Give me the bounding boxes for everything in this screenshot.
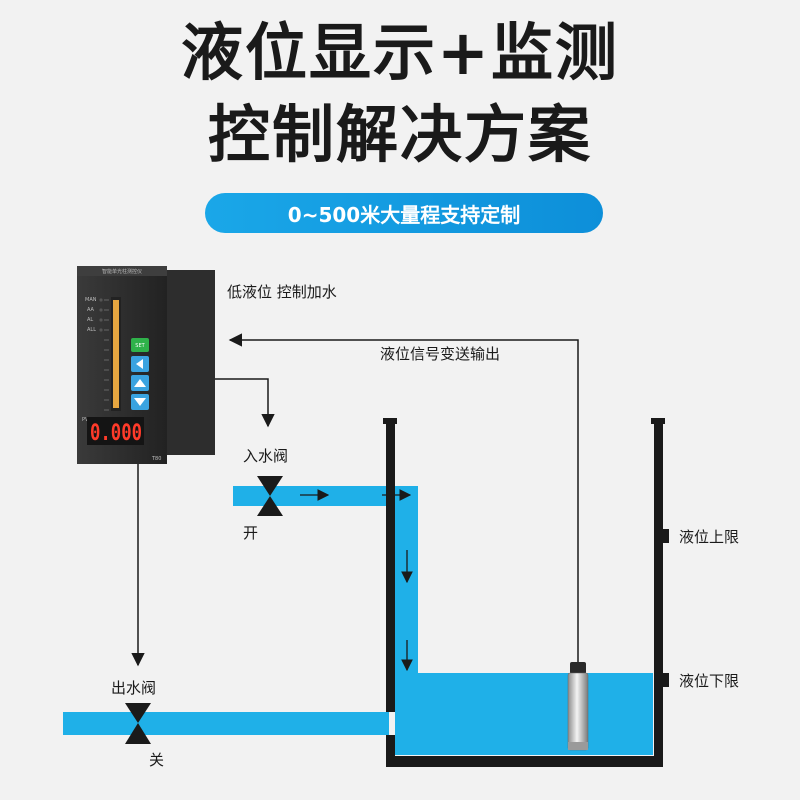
inlet-valve-label: 入水阀 — [243, 447, 288, 465]
lower-limit-label: 液位下限 — [679, 672, 739, 690]
signal-output-label: 液位信号变送输出 — [380, 345, 500, 363]
low-level-control-label: 低液位 控制加水 — [227, 283, 337, 301]
outlet-valve-label: 出水阀 — [111, 679, 156, 697]
tank-water — [395, 673, 653, 755]
inlet-state-label: 开 — [243, 524, 258, 542]
display-value: 0.000 — [90, 421, 142, 446]
level-probe — [567, 662, 589, 751]
indicator-label: AL — [87, 317, 93, 323]
outlet-state-label: 关 — [149, 751, 164, 769]
title-line-2: 控制解决方案 — [207, 98, 592, 171]
title-line-1: 液位显示+监测 — [181, 16, 619, 89]
upper-limit-marker — [659, 529, 669, 543]
indicator-label: MAN — [85, 297, 97, 303]
inlet-valve-icon — [257, 476, 283, 516]
outlet-valve-icon — [125, 703, 151, 744]
upper-limit-label: 液位上限 — [679, 528, 739, 546]
tank — [383, 418, 665, 767]
digital-display — [87, 417, 144, 445]
indicator-label: ALL — [87, 327, 96, 333]
pv-label: PV — [82, 417, 89, 423]
controller-model: T80 — [151, 456, 161, 462]
indicator-label: AA — [87, 307, 95, 313]
outlet-pipe-water — [63, 712, 389, 735]
set-button-label: SET — [135, 343, 145, 349]
level-controller: 智能单光柱测控仪 MAN AA AL ALL SET — [77, 266, 215, 464]
lower-limit-marker — [659, 673, 669, 687]
inlet-control-line — [212, 378, 275, 428]
signal-line — [228, 333, 579, 662]
set-button[interactable] — [131, 338, 149, 352]
subtitle-badge: 0~500米大量程支持定制 — [205, 193, 603, 233]
controller-header: 智能单光柱测控仪 — [102, 268, 142, 275]
